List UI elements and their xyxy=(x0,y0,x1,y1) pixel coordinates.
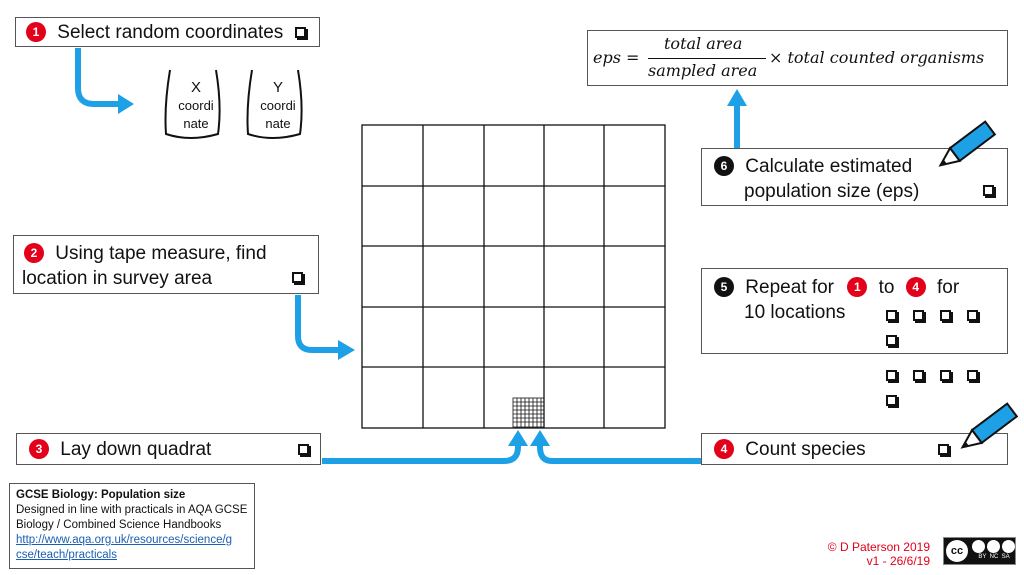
step-number-badge: 5 xyxy=(714,277,734,297)
arrow-head xyxy=(118,94,134,114)
checkbox-icon[interactable] xyxy=(939,310,951,321)
credit: © D Paterson 2019 v1 - 26/6/19 xyxy=(800,540,930,568)
cc-icon: cc xyxy=(946,540,968,562)
step-4-box: 4 Count species xyxy=(701,433,1008,465)
step-6-line-1: Calculate estimated xyxy=(745,156,913,177)
step-number-badge: 6 xyxy=(714,156,734,176)
step-5-box: 5 Repeat for 1 to 4 for 10 locations xyxy=(701,268,1008,406)
x-coordinate-slip: X coordi nate xyxy=(166,79,226,133)
step-2-line-1: Using tape measure, find xyxy=(55,243,267,264)
info-line-2: Biology / Combined Science Handbooks xyxy=(16,519,222,531)
info-link-part-2[interactable]: cse/teach/practicals xyxy=(16,549,117,561)
checkbox-icon[interactable] xyxy=(294,27,306,38)
by-icon xyxy=(972,540,985,553)
checkbox-icon[interactable] xyxy=(966,310,978,321)
step-1-text: Select random coordinates xyxy=(57,22,284,43)
step-5-pre: Repeat for xyxy=(745,277,835,298)
survey-area-grid xyxy=(361,124,666,429)
coordinate-slips-graphic xyxy=(164,69,303,139)
nc-icon xyxy=(987,540,1000,553)
step-5-mid: to xyxy=(878,277,895,298)
arrow-head xyxy=(508,430,528,446)
step-2-box: 2 Using tape measure, find location in s… xyxy=(13,235,319,294)
checkbox-icon[interactable] xyxy=(298,444,309,455)
license-tags: BY NC SA xyxy=(978,554,1010,560)
step-3-box: 3 Lay down quadrat xyxy=(16,433,321,465)
credit-line-1: © D Paterson 2019 xyxy=(827,540,930,554)
repeat-checkbox-grid xyxy=(886,303,998,413)
equation-numerator: total area xyxy=(664,34,743,53)
step-number-badge: 1 xyxy=(26,22,46,42)
checkbox-icon[interactable] xyxy=(912,370,924,381)
info-link-part-1[interactable]: http://www.aqa.org.uk/resources/science/… xyxy=(16,534,233,546)
y-coordinate-slip: Y coordi nate xyxy=(248,79,308,133)
info-title: GCSE Biology: Population size xyxy=(16,489,186,501)
checkbox-icon[interactable] xyxy=(939,370,951,381)
y-coordinate-label: Y xyxy=(272,79,283,96)
checkbox-icon[interactable] xyxy=(886,310,897,321)
step-ref-badge: 4 xyxy=(905,277,926,297)
step-number-badge: 4 xyxy=(714,439,734,459)
arrow-step4-to-quadrat xyxy=(537,444,701,464)
y-coordinate-word-2: nate xyxy=(265,116,291,131)
arrow-step1-to-coords xyxy=(75,48,118,107)
credit-line-2: v1 - 26/6/19 xyxy=(866,554,930,568)
step-4-text: Count species xyxy=(745,439,866,460)
step-number-badge: 2 xyxy=(24,243,44,263)
checkbox-icon[interactable] xyxy=(886,370,897,381)
sa-icon xyxy=(1002,540,1015,553)
arrow-head xyxy=(338,340,355,360)
info-link[interactable]: http://www.aqa.org.uk/resources/science/… xyxy=(16,534,232,561)
checkbox-icon[interactable] xyxy=(983,185,994,196)
cc-license-badge: cc BY NC SA xyxy=(943,537,1016,565)
y-coordinate-word-1: coordi xyxy=(260,98,296,113)
arrow-step2-to-grid xyxy=(295,295,338,353)
fraction-bar xyxy=(648,58,766,59)
step-6-line-2: population size (eps) xyxy=(744,181,920,202)
info-line-1: Designed in line with practicals in AQA … xyxy=(16,504,248,516)
checkbox-icon[interactable] xyxy=(292,272,303,283)
checkbox-icon[interactable] xyxy=(912,310,924,321)
equation-lhs: eps = xyxy=(593,48,640,67)
step-2-line-2: location in survey area xyxy=(22,268,213,289)
step-5-line-2: 10 locations xyxy=(744,302,846,323)
quadrat xyxy=(512,397,545,428)
x-coordinate-word-2: nate xyxy=(183,116,209,131)
arrow-step3-to-quadrat xyxy=(322,444,521,464)
step-1-box: 1 Select random coordinates xyxy=(15,17,320,47)
pencil-icon xyxy=(960,402,1019,449)
step-ref-badge: 1 xyxy=(847,277,868,297)
x-coordinate-word-1: coordi xyxy=(178,98,214,113)
checkbox-icon[interactable] xyxy=(966,370,978,381)
arrow-head xyxy=(530,430,550,446)
pencil-icon xyxy=(938,120,997,167)
x-coordinate-label: X xyxy=(190,79,201,96)
step-3-text: Lay down quadrat xyxy=(60,439,212,460)
checkbox-icon[interactable] xyxy=(886,395,897,406)
step-number-badge: 3 xyxy=(29,439,49,459)
step-5-post: for xyxy=(937,277,960,298)
info-box: GCSE Biology: Population size Designed i… xyxy=(9,483,255,569)
arrow-head xyxy=(727,89,747,106)
checkbox-icon[interactable] xyxy=(886,335,897,346)
equation-rhs: × total counted organisms xyxy=(769,48,985,67)
equation-denominator: sampled area xyxy=(648,61,758,80)
checkbox-icon[interactable] xyxy=(938,444,949,455)
